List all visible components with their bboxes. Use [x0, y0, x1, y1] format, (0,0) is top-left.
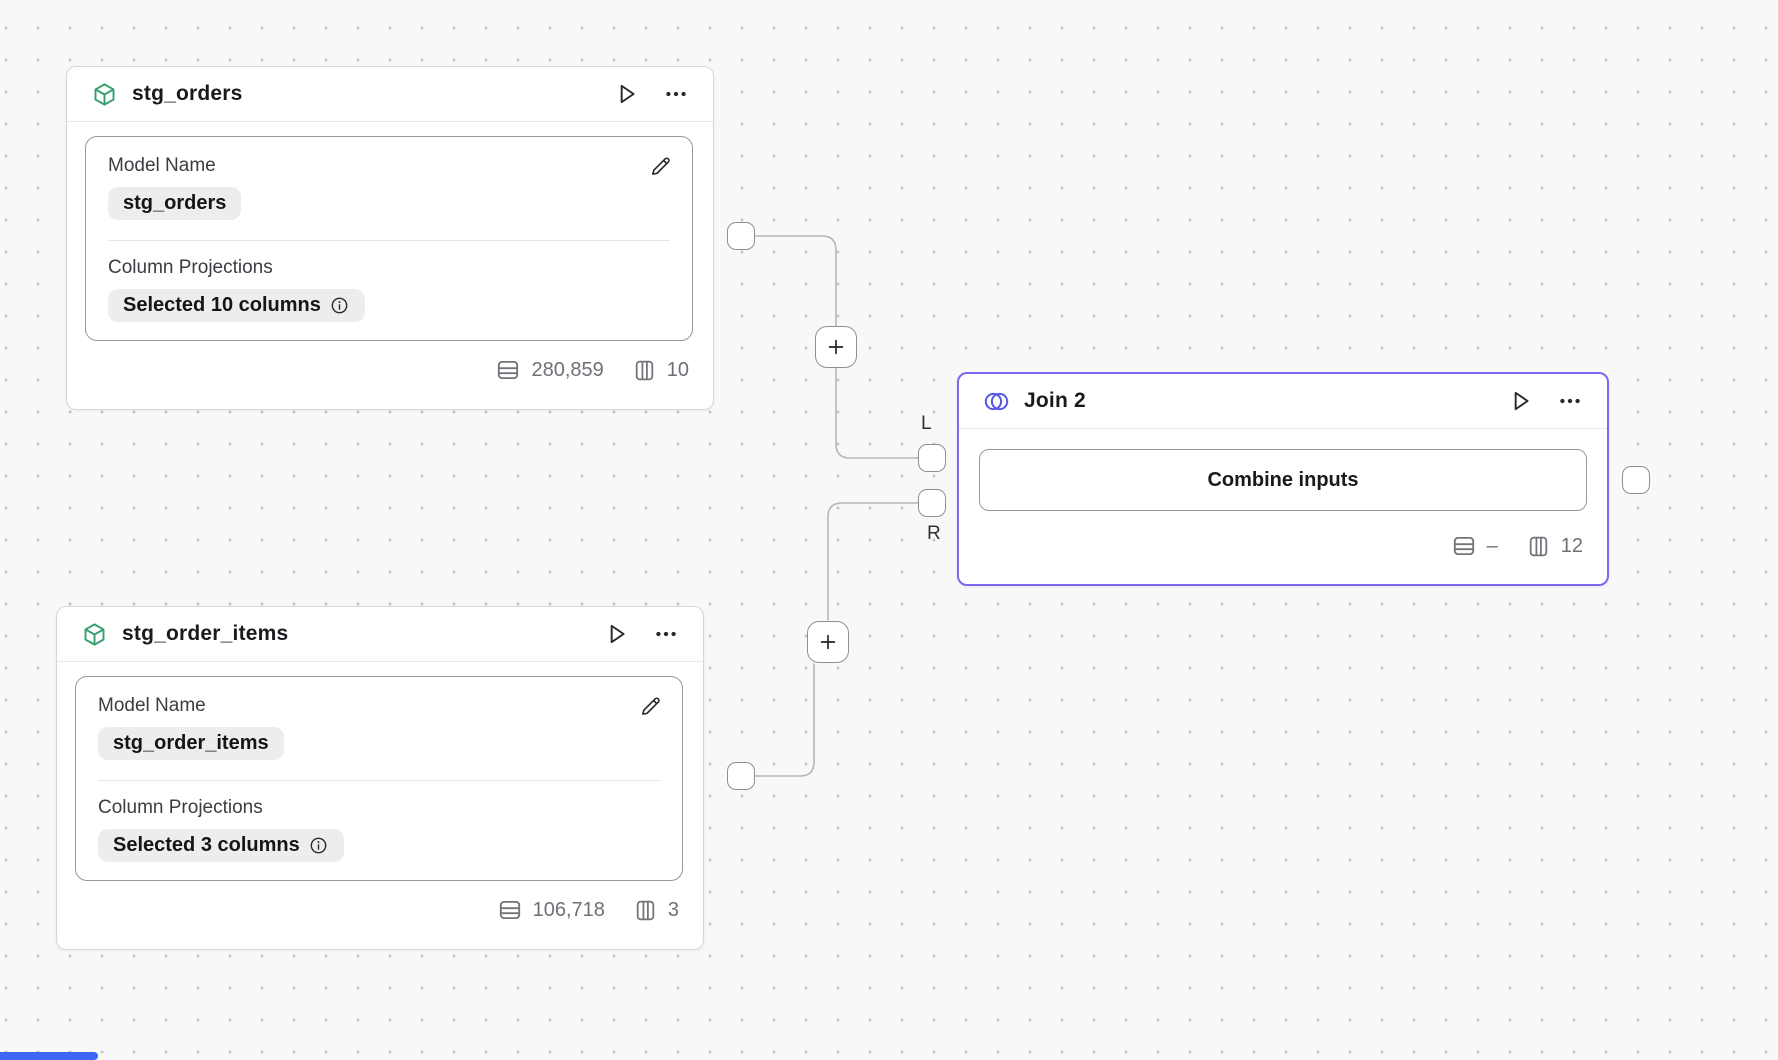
column-projections-value: Selected 10 columns [123, 294, 321, 316]
add-step-on-edge-button-top[interactable] [815, 326, 857, 368]
node-stg-orders-stats: 280,859 10 [67, 345, 713, 409]
node-stg-orders[interactable]: stg_orders Model Name stg_ord [66, 66, 714, 410]
node-title: stg_orders [132, 82, 243, 105]
node-stg-order-items-config-card: Model Name stg_order_items Column Projec… [75, 676, 683, 881]
model-name-value-badge: stg_order_items [98, 727, 284, 760]
row-count-value: 280,859 [531, 358, 604, 381]
column-projections-badge[interactable]: Selected 10 columns [108, 289, 365, 322]
column-count-stat: 10 [632, 358, 689, 383]
node-stg-orders-config-card: Model Name stg_orders Column Projections… [85, 136, 693, 341]
divider [108, 240, 670, 241]
join-venn-icon [983, 388, 1010, 415]
model-name-label: Model Name [98, 695, 206, 716]
column-count-stat: 3 [633, 898, 679, 923]
node-join-2-stats: – 12 [959, 520, 1607, 584]
node-join-2[interactable]: Join 2 Combine inputs – [957, 372, 1609, 586]
model-name-value: stg_orders [123, 192, 227, 214]
edit-model-name-button[interactable] [638, 693, 664, 722]
ellipsis-icon [1557, 388, 1583, 414]
horizontal-scrollbar-thumb[interactable] [0, 1052, 98, 1060]
join-left-input-port[interactable] [918, 444, 946, 472]
plus-icon [825, 336, 847, 358]
node-menu-button[interactable] [663, 81, 689, 107]
pencil-icon [638, 693, 664, 719]
row-count-stat: 280,859 [495, 357, 604, 383]
edge-stg-orders-to-join-left[interactable] [754, 235, 837, 328]
row-count-stat: 106,718 [497, 897, 605, 923]
ellipsis-icon [663, 81, 689, 107]
play-icon [613, 81, 639, 107]
column-projections-label: Column Projections [98, 797, 263, 818]
columns-icon [1526, 534, 1551, 559]
node-menu-button[interactable] [1557, 388, 1583, 414]
play-icon [603, 621, 629, 647]
column-count-value: 10 [666, 358, 689, 381]
model-name-value: stg_order_items [113, 732, 269, 754]
model-name-value-badge: stg_orders [108, 187, 242, 220]
column-projections-label: Column Projections [108, 257, 273, 278]
join-right-input-port[interactable] [918, 489, 946, 517]
stg-order-items-output-port[interactable] [727, 762, 755, 790]
model-name-label: Model Name [108, 155, 216, 176]
node-title: stg_order_items [122, 622, 289, 645]
ellipsis-icon [653, 621, 679, 647]
node-stg-orders-header: stg_orders [67, 67, 713, 122]
node-stg-order-items-header: stg_order_items [57, 607, 703, 662]
edge-stg-order-items-to-join-right[interactable] [827, 502, 919, 621]
edge-stg-order-items-to-join-right[interactable] [754, 663, 815, 777]
node-title: Join 2 [1024, 389, 1086, 412]
run-button[interactable] [603, 621, 629, 647]
run-button[interactable] [1507, 388, 1533, 414]
add-step-on-edge-button-bottom[interactable] [807, 621, 849, 663]
edge-stg-orders-to-join-left[interactable] [835, 366, 919, 459]
rows-icon [495, 357, 521, 383]
node-stg-order-items-stats: 106,718 3 [57, 885, 703, 949]
stg-orders-output-port[interactable] [727, 222, 755, 250]
plus-icon [817, 631, 839, 653]
column-count-stat: 12 [1526, 534, 1583, 559]
columns-icon [633, 898, 658, 923]
join-right-port-label: R [927, 523, 941, 544]
divider [98, 780, 660, 781]
join-left-port-label: L [921, 413, 932, 434]
row-count-stat: – [1451, 533, 1498, 559]
play-icon [1507, 388, 1533, 414]
row-count-value: – [1486, 534, 1498, 557]
columns-icon [632, 358, 657, 383]
cube-icon [81, 621, 108, 648]
rows-icon [1451, 533, 1477, 559]
cube-icon [91, 81, 118, 108]
column-count-value: 12 [1560, 534, 1583, 557]
node-join-2-header: Join 2 [959, 374, 1607, 429]
run-button[interactable] [613, 81, 639, 107]
pencil-icon [648, 153, 674, 179]
column-projections-badge[interactable]: Selected 3 columns [98, 829, 344, 862]
row-count-value: 106,718 [532, 898, 605, 921]
node-menu-button[interactable] [653, 621, 679, 647]
rows-icon [497, 897, 523, 923]
edit-model-name-button[interactable] [648, 153, 674, 182]
info-icon[interactable] [329, 295, 350, 316]
combine-inputs-button[interactable]: Combine inputs [979, 449, 1587, 511]
info-icon[interactable] [308, 835, 329, 856]
node-stg-order-items[interactable]: stg_order_items Model Name st [56, 606, 704, 950]
column-count-value: 3 [667, 898, 679, 921]
column-projections-value: Selected 3 columns [113, 834, 300, 856]
join-output-port[interactable] [1622, 466, 1650, 494]
